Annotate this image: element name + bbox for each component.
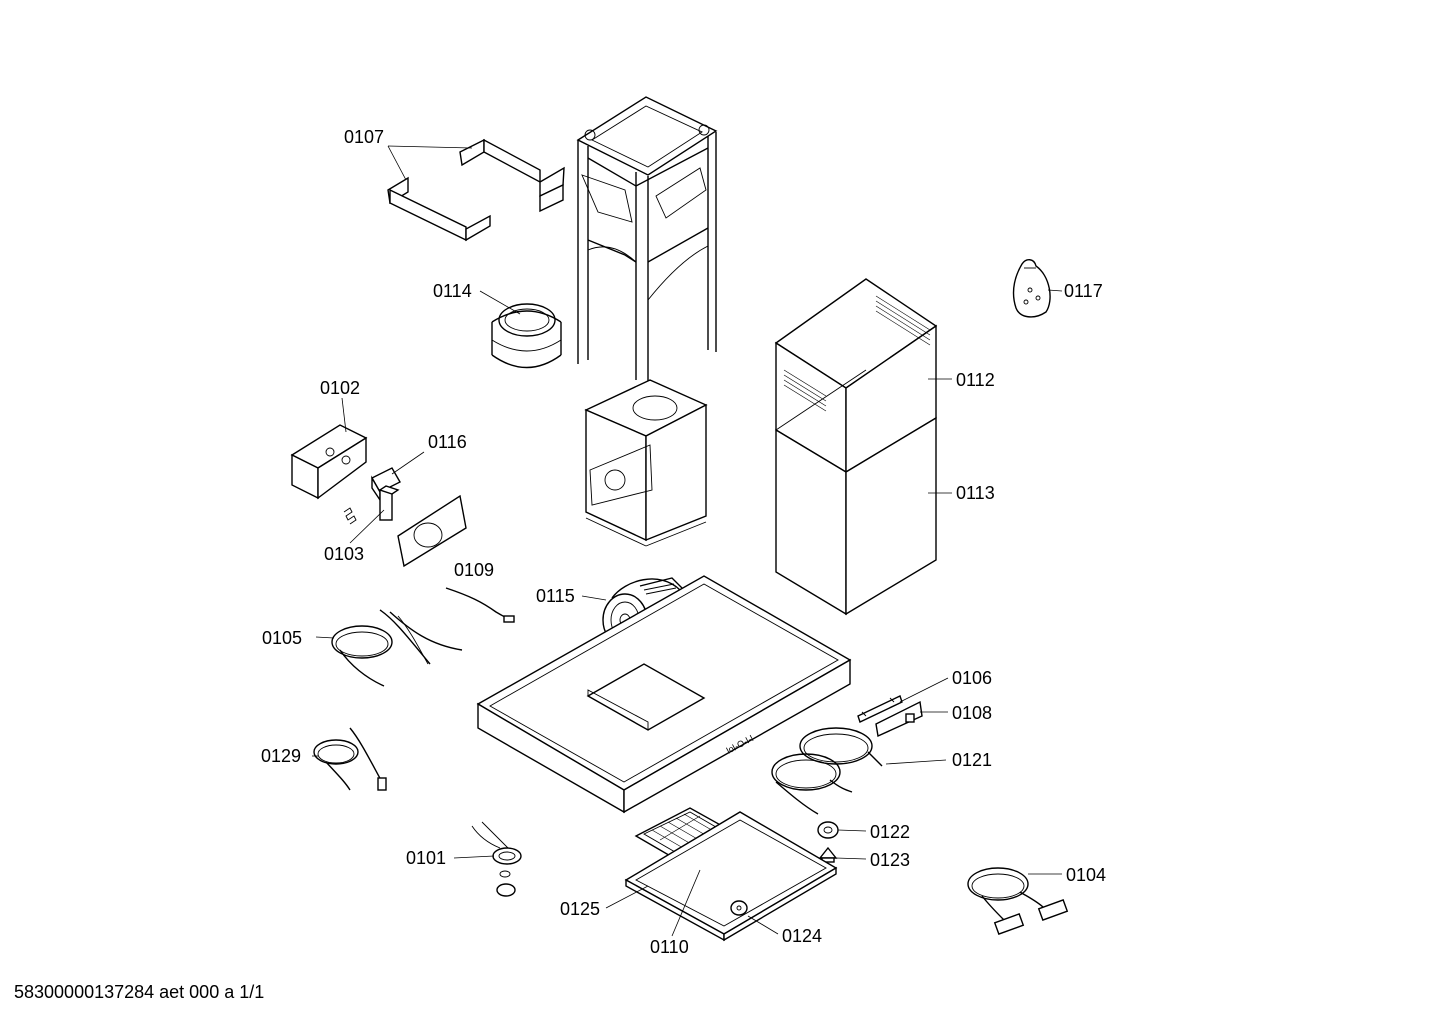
part-0104-harness [967,867,1069,935]
label-0105: 0105 [262,628,302,648]
label-0123: 0123 [870,850,910,870]
part-0103-spring [343,485,400,525]
label-0121: 0121 [952,750,992,770]
label-0103: 0103 [324,544,364,564]
label-0107: 0107 [344,127,384,147]
label-0129: 0129 [261,746,301,766]
part-labels: 0107 0114 0102 0116 0103 0109 0105 0115 … [261,127,1106,957]
part-0117-screw-bag [1012,259,1051,318]
hood-canopy: lol-O-l-l [476,575,852,814]
part-0102-junction-box [290,424,368,500]
motor-housing-box [584,379,708,547]
part-0124-fastener [730,900,748,916]
part-0113-lower-chimney [775,369,937,616]
control-panel-plate [397,494,467,568]
label-0114: 0114 [433,281,472,301]
label-0108: 0108 [952,703,992,723]
label-0112: 0112 [956,370,995,390]
part-0105-cable-loom [331,609,463,687]
part-0101-light [471,821,522,897]
label-0101: 0101 [406,848,446,868]
label-0110: 0110 [650,937,689,957]
part-0109-wire [445,587,515,623]
label-0125: 0125 [560,899,600,919]
part-0129-cable [313,727,387,791]
label-0106: 0106 [952,668,992,688]
tower-frame [576,96,718,385]
part-0106-bracket-bar [857,695,903,723]
part-0122-nut [817,821,839,839]
part-0125-bottom-frame [624,811,838,942]
leader-lines [312,145,1063,937]
label-0124: 0124 [782,926,822,946]
label-0104: 0104 [1066,865,1106,885]
drawing-code: 58300000137284 aet 000 a 1/1 [14,982,264,1002]
part-0121-cables [771,727,883,815]
label-0109: 0109 [454,560,494,580]
label-0122: 0122 [870,822,910,842]
label-0115: 0115 [536,586,575,606]
label-0116: 0116 [428,432,467,452]
label-0102: 0102 [320,378,360,398]
part-0108-switch-strip [875,700,923,738]
label-0117: 0117 [1064,281,1103,301]
part-0107-bracket [387,138,565,242]
part-0114-duct-ring [491,303,562,369]
label-0113: 0113 [956,483,995,503]
